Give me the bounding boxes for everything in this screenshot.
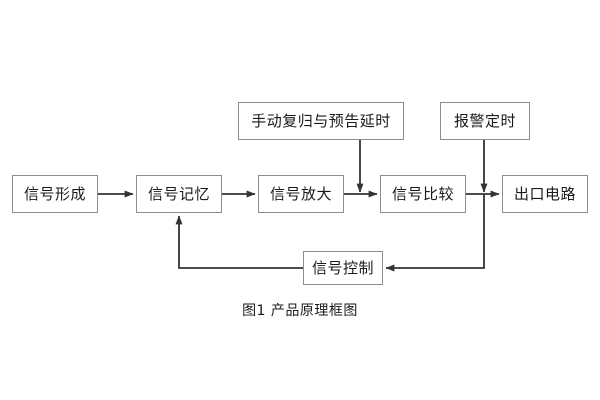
node-label-alarm-timer: 报警定时 <box>453 111 516 130</box>
node-label-signal-compare: 信号比较 <box>391 184 454 203</box>
node-signal-compare[interactable]: 信号比较 <box>380 175 466 213</box>
node-signal-memory[interactable]: 信号记忆 <box>136 175 222 213</box>
node-label-manual-reset: 手动复归与预告延时 <box>251 111 391 130</box>
node-label-signal-amplify: 信号放大 <box>269 184 332 203</box>
node-label-output-circuit: 出口电路 <box>513 184 576 203</box>
node-label-signal-formation: 信号形成 <box>23 184 86 203</box>
node-label-signal-memory: 信号记忆 <box>147 184 210 203</box>
node-label-signal-control: 信号控制 <box>311 258 374 277</box>
node-signal-formation[interactable]: 信号形成 <box>12 175 98 213</box>
node-signal-control[interactable]: 信号控制 <box>303 251 383 285</box>
diagram-caption: 图1 产品原理框图 <box>242 303 358 319</box>
node-alarm-timer[interactable]: 报警定时 <box>440 102 530 140</box>
wire-control-to-memory <box>175 215 303 269</box>
node-output-circuit[interactable]: 出口电路 <box>502 175 588 213</box>
node-signal-amplify[interactable]: 信号放大 <box>258 175 344 213</box>
node-manual-reset[interactable]: 手动复归与预告延时 <box>238 102 404 140</box>
